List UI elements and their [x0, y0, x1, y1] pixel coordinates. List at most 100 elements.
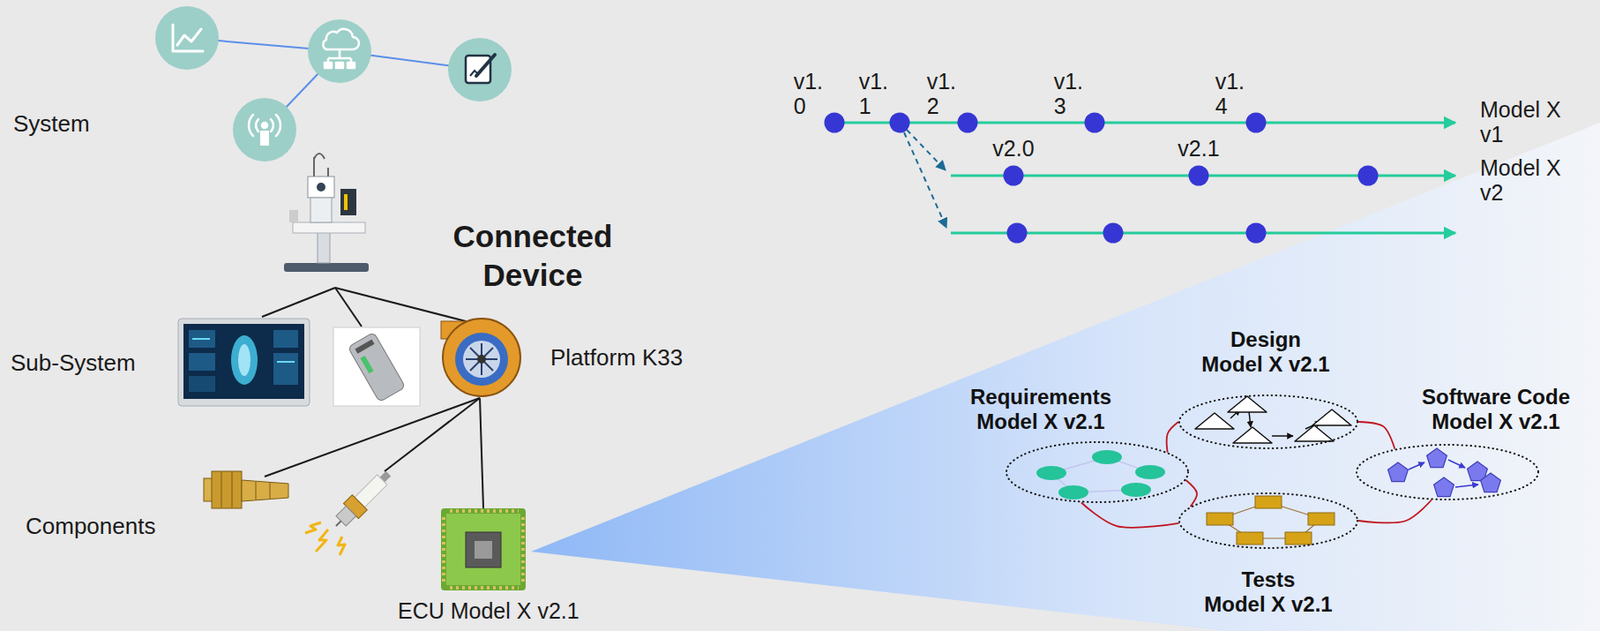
version-label: v1. 1 — [859, 68, 889, 119]
version-label-anchor: v2.0 — [992, 135, 1034, 162]
branch-label-anchor: Model X v1 — [1480, 97, 1576, 147]
cloud-icon-part — [336, 62, 344, 68]
monitor-picture-part — [183, 323, 305, 399]
cluster-title: Model X v2.1 — [1201, 351, 1330, 377]
antenna-icon-part — [248, 114, 254, 136]
version-label-anchor: v2.1 — [1177, 135, 1219, 162]
cluster-heading: RequirementsModel X v2.1 — [970, 384, 1112, 434]
system-icon — [155, 6, 512, 162]
cluster-title: Model X v2.1 — [1203, 591, 1332, 617]
connector-picture-part — [221, 471, 223, 508]
chip-picture-part-part — [449, 508, 519, 513]
monitor-picture-part — [188, 375, 216, 392]
battery-picture-part-part — [347, 331, 405, 402]
chip-picture — [441, 508, 526, 591]
device-picture-part — [314, 153, 325, 159]
spark-plug-picture-part-part — [305, 522, 322, 533]
cloud-icon-part — [328, 57, 352, 60]
spark-plug-picture-part-part — [336, 505, 357, 526]
tablet-icon — [465, 54, 495, 83]
part-label-anchor: Platform K33 — [550, 343, 683, 371]
antenna-icon-part — [255, 119, 259, 132]
antenna-icon-part — [270, 119, 274, 132]
cloud-icon-part — [347, 62, 355, 68]
turbo-picture-part — [465, 343, 498, 375]
trace-link — [1358, 421, 1395, 449]
version-timeline-part — [904, 132, 947, 228]
system-icon-part — [232, 97, 297, 162]
requirement-symbols — [1036, 449, 1166, 500]
branch-label-anchor: Model X v2 — [1480, 155, 1576, 205]
design-symbols-part-part — [1312, 409, 1352, 426]
design-symbols-part-part — [1195, 412, 1234, 429]
cluster-outline — [1005, 441, 1189, 503]
antenna-icon-part — [276, 114, 281, 136]
code-symbols-part — [1427, 448, 1448, 468]
code-symbols-part — [1388, 462, 1409, 482]
trace-link — [1358, 500, 1432, 524]
cluster-outline — [1178, 394, 1359, 449]
device-picture-part — [284, 262, 369, 272]
device-picture-part — [340, 188, 357, 216]
cluster-title: Model X v2.1 — [1421, 409, 1571, 434]
chart-icon — [172, 24, 203, 52]
monitor-picture-part — [192, 337, 210, 340]
code-symbols-part-part — [1408, 462, 1425, 470]
hierarchy-line-part — [479, 397, 484, 509]
title-label: Connected Device — [435, 216, 630, 295]
version-dot-part — [889, 112, 911, 134]
title-label-anchor: Connected Device — [435, 216, 630, 295]
system-icon-part — [448, 37, 512, 102]
connector-picture-part — [269, 482, 271, 499]
device-picture-part — [289, 209, 299, 223]
spark-plug-picture-part-part — [315, 529, 329, 552]
version-dot — [824, 112, 1379, 244]
cluster-ellipse: TestsModel X v2.1 — [1178, 492, 1359, 549]
version-label: v2.0 — [992, 135, 1034, 162]
device-picture-part — [292, 222, 366, 233]
version-dot-part — [1007, 223, 1028, 244]
hierarchy-line-part — [261, 287, 336, 317]
version-label-anchor: v1. 2 — [927, 68, 957, 119]
device-picture-part — [317, 231, 330, 263]
hierarchy-line-part — [264, 397, 480, 477]
chip-picture-part — [446, 513, 521, 585]
antenna-icon — [248, 114, 281, 146]
level-label-anchor: Components — [25, 512, 156, 539]
branch-label: Model X v2 — [1480, 155, 1576, 205]
chip-picture-part — [474, 540, 493, 559]
turbo-picture-part — [463, 340, 501, 378]
cloud-icon-part — [338, 49, 342, 59]
version-label-anchor: v1. 0 — [793, 68, 823, 119]
requirement-symbols-part-part — [1036, 465, 1067, 480]
device-picture-part — [307, 176, 335, 198]
chart-icon-part — [177, 29, 202, 45]
part-label: ECU Model X v2.1 — [397, 598, 580, 624]
chart-icon-part — [172, 24, 203, 52]
version-dot-part — [1003, 165, 1025, 187]
version-dot-part — [1246, 112, 1267, 134]
turbo-picture-part — [442, 318, 521, 397]
version-label: v1. 3 — [1054, 68, 1084, 119]
spark-plug-picture-part — [328, 465, 396, 533]
connector-picture-part — [231, 471, 233, 508]
version-label-anchor: v1. 4 — [1215, 68, 1245, 119]
turbo-picture-part — [455, 332, 509, 386]
spark-plug-picture — [305, 465, 397, 555]
chip-picture-part — [465, 531, 501, 568]
design-symbols-part-part — [1294, 425, 1334, 442]
version-label: v1. 4 — [1215, 68, 1245, 119]
hierarchy-line-part — [335, 287, 466, 322]
test-symbols-part-part — [1236, 531, 1264, 545]
level-label-anchor: System — [13, 110, 90, 137]
trace-link — [1185, 479, 1197, 507]
chip-picture-part-part — [521, 516, 525, 583]
turbo-picture-part-part — [470, 347, 494, 371]
version-label: v1. 2 — [927, 68, 957, 119]
device-picture-part — [310, 197, 332, 223]
design-symbols-part-part — [1271, 434, 1294, 437]
cluster-title: Requirements — [970, 384, 1112, 410]
chip-picture-part — [443, 510, 524, 588]
cluster-outline — [1355, 443, 1540, 501]
